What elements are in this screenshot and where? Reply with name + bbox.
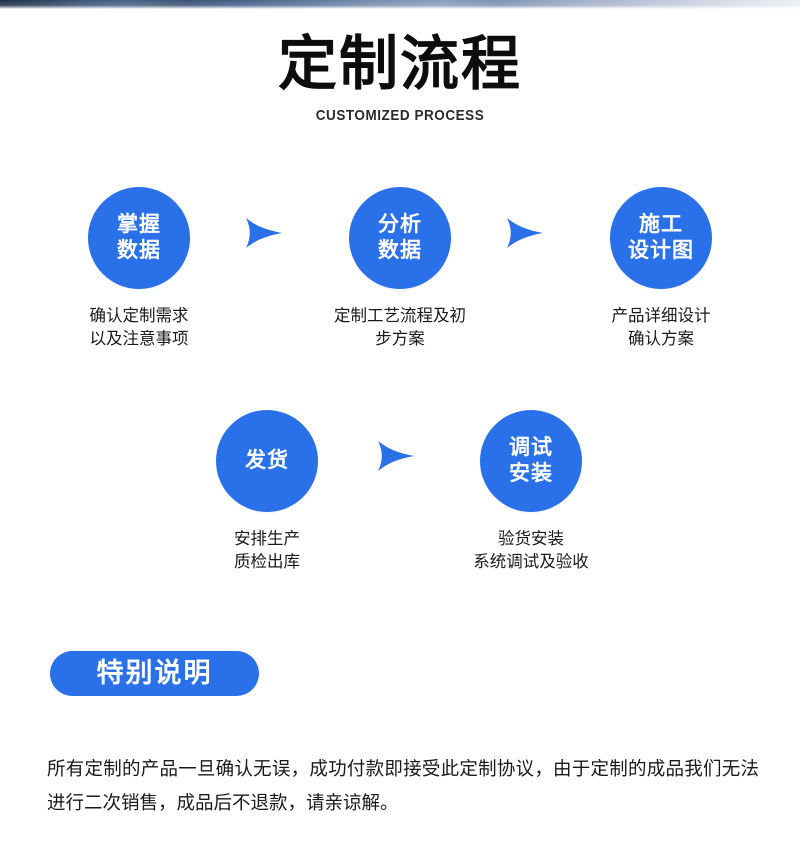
page-subtitle: CUSTOMIZED PROCESS: [315, 106, 485, 124]
arrow-right-icon: [372, 439, 418, 473]
process-step-1-caption-line-1: 确认定制需求: [89, 307, 189, 325]
process-step-1-caption-line-2: 以及注意事项: [89, 330, 189, 349]
process-step-2-bubble: 分析 数据: [349, 187, 451, 289]
process-step-3-bubble: 施工 设计图: [610, 187, 712, 289]
process-step-4-bubble-line-1: 发货: [245, 449, 289, 473]
process-step-2-caption-line-1: 定制工艺流程及初: [334, 307, 466, 325]
process-step-4: 发货 安排生产 质检出库: [167, 410, 367, 575]
process-step-2: 分析 数据 定制工艺流程及初 步方案: [300, 187, 500, 352]
process-step-5-bubble-line-1: 调试: [509, 436, 553, 460]
process-step-3-caption-line-2: 确认方案: [628, 330, 694, 349]
arrow-right-icon: [501, 216, 547, 250]
process-step-4-bubble: 发货: [216, 410, 318, 512]
page-header: 定制流程 CUSTOMIZED PROCESS: [0, 31, 800, 124]
process-step-3-caption-line-1: 产品详细设计: [611, 307, 711, 325]
process-step-5-bubble-line-2: 安装: [509, 462, 553, 485]
process-step-2-bubble-line-1: 分析: [378, 213, 422, 237]
process-step-1: 掌握 数据 确认定制需求 以及注意事项: [39, 187, 239, 352]
arrow-right-icon: [240, 216, 286, 250]
process-step-5: 调试 安装 验货安装 系统调试及验收: [421, 410, 641, 575]
process-step-5-caption-line-2: 系统调试及验收: [473, 553, 589, 572]
process-step-1-caption: 确认定制需求 以及注意事项: [39, 305, 239, 352]
process-step-1-bubble-line-1: 掌握: [117, 213, 161, 237]
process-step-4-caption-line-1: 安排生产: [234, 530, 300, 548]
process-step-5-caption-line-1: 验货安装: [498, 530, 564, 548]
process-step-2-caption-line-2: 步方案: [375, 330, 425, 349]
page-title: 定制流程: [277, 31, 522, 97]
special-note-badge-label: 特别说明: [96, 658, 213, 688]
process-step-5-caption: 验货安装 系统调试及验收: [421, 528, 641, 575]
process-step-3: 施工 设计图 产品详细设计 确认方案: [561, 187, 761, 352]
process-step-2-bubble-line-2: 数据: [378, 239, 422, 262]
process-step-3-bubble-line-1: 施工: [639, 213, 683, 237]
special-note-body: 所有定制的产品一旦确认无误，成功付款即接受此定制协议，由于定制的成品我们无法进行…: [47, 758, 759, 814]
process-step-1-bubble: 掌握 数据: [88, 187, 190, 289]
process-step-3-bubble-line-2: 设计图: [628, 239, 694, 262]
top-banner-gradient-strip: [0, 0, 800, 9]
process-step-2-caption: 定制工艺流程及初 步方案: [300, 305, 500, 352]
process-step-5-bubble: 调试 安装: [480, 410, 582, 512]
process-step-1-bubble-line-2: 数据: [117, 239, 161, 262]
special-note-badge: 特别说明: [50, 651, 259, 696]
process-step-3-caption: 产品详细设计 确认方案: [561, 305, 761, 352]
process-step-4-caption: 安排生产 质检出库: [167, 528, 367, 575]
process-step-4-caption-line-2: 质检出库: [234, 553, 300, 572]
